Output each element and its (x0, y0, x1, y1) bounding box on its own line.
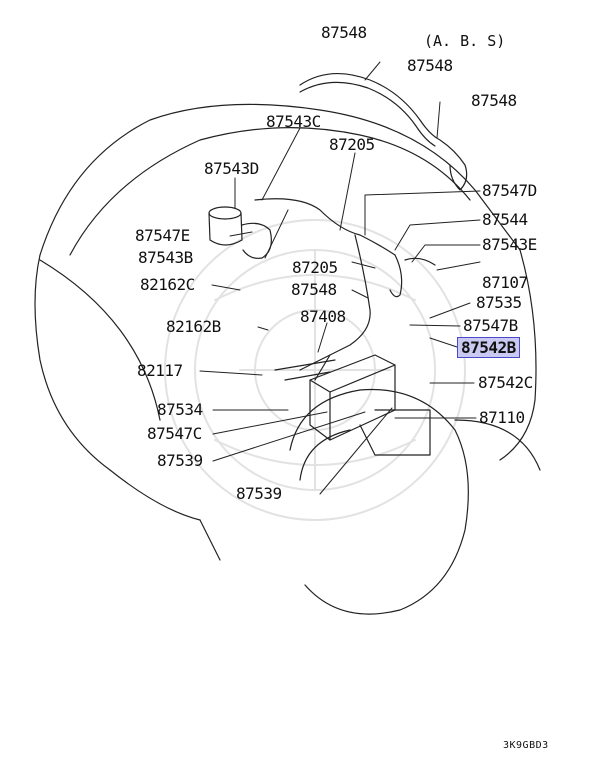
callout-87548-right[interactable]: 87548 (471, 91, 517, 110)
callout-87547b[interactable]: 87547B (463, 316, 518, 335)
diagram-code: 3K9GBD3 (503, 740, 549, 751)
callout-82117[interactable]: 82117 (137, 361, 183, 380)
callout-87408[interactable]: 87408 (300, 307, 346, 326)
callout-87548-abs[interactable]: 87548 (407, 56, 453, 75)
callout-87543d[interactable]: 87543D (204, 159, 259, 178)
callout-87107[interactable]: 87107 (482, 273, 528, 292)
callout-87539-lower[interactable]: 87539 (236, 484, 282, 503)
wheel-outline (289, 388, 469, 615)
callout-87548-top[interactable]: 87548 (321, 23, 367, 42)
hood-outline (39, 103, 521, 256)
callout-87543b[interactable]: 87543B (138, 248, 193, 267)
callout-87534[interactable]: 87534 (157, 400, 203, 419)
callout-87544[interactable]: 87544 (482, 210, 528, 229)
callout-82162b[interactable]: 82162B (166, 317, 221, 336)
leader-lines (199, 61, 481, 495)
callout-87547d[interactable]: 87547D (482, 181, 537, 200)
watermark-emblem (164, 219, 466, 521)
callout-87547e[interactable]: 87547E (135, 226, 190, 245)
callout-87543e[interactable]: 87543E (482, 235, 537, 254)
callout-87543c[interactable]: 87543C (266, 112, 321, 131)
callout-87547c[interactable]: 87547C (147, 424, 202, 443)
callout-87205-upper[interactable]: 87205 (329, 135, 375, 154)
callout-87539-upper[interactable]: 87539 (157, 451, 203, 470)
callout-87548-harness[interactable]: 87548 (291, 280, 337, 299)
callout-87205-lower[interactable]: 87205 (292, 258, 338, 277)
callout-87542c[interactable]: 87542C (478, 373, 533, 392)
callout-87542b-highlighted[interactable]: 87542B (457, 337, 520, 358)
abs-note: (A. B. S) (424, 32, 506, 50)
callout-87535[interactable]: 87535 (476, 293, 522, 312)
callout-87110[interactable]: 87110 (479, 408, 525, 427)
callout-82162c[interactable]: 82162C (140, 275, 195, 294)
